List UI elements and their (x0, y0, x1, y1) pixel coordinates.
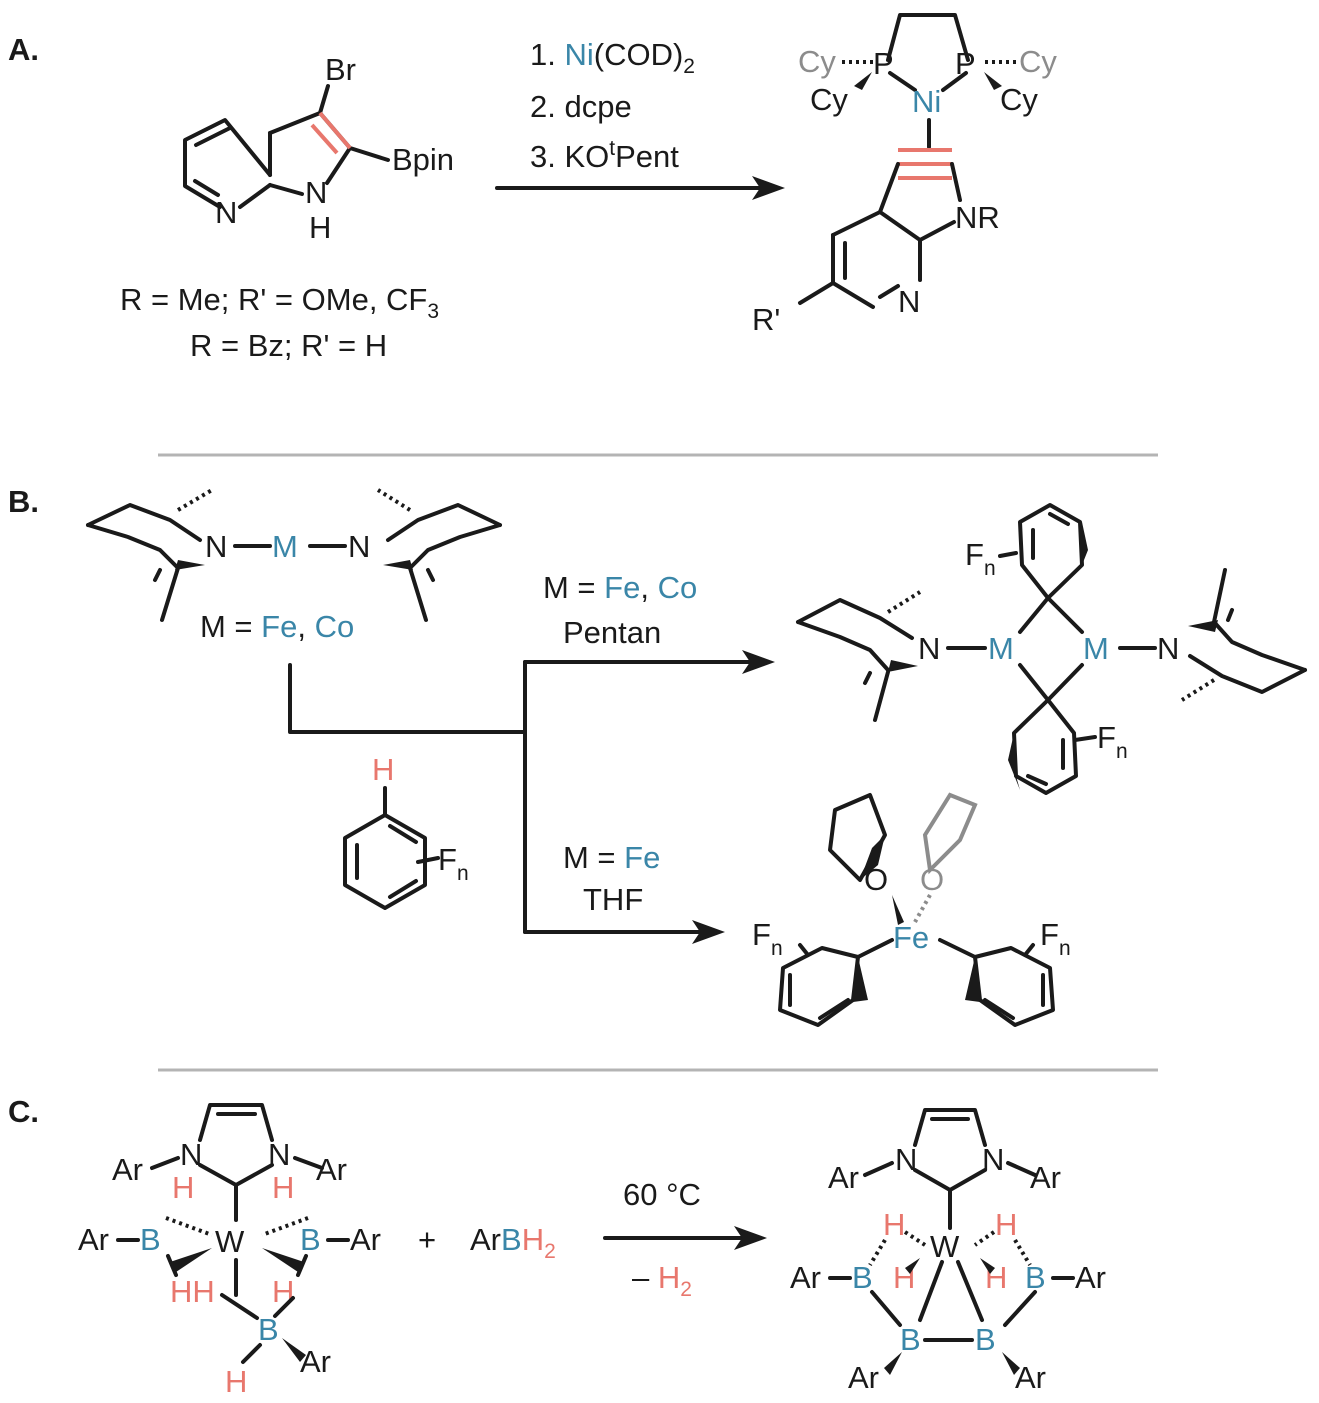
product-pyridine-n: N (898, 284, 920, 319)
panel-a-product: Cy Cy Cy Cy P P Ni NR N R' (752, 13, 1057, 337)
product-h-1: H (883, 1207, 905, 1242)
tungsten-label: W (215, 1224, 245, 1259)
fe-aryl-fluorine-right: Fn (1040, 917, 1071, 960)
boron-left: B (140, 1222, 161, 1257)
phosphorus-right: P (955, 46, 976, 81)
arrowhead-b-lower (692, 920, 725, 944)
boron-right: B (300, 1222, 321, 1257)
upper-metal-definition: M = Fe, Co (543, 570, 697, 605)
product-boron-right: B (1025, 1260, 1046, 1295)
product-ar-mid-right: Ar (1075, 1260, 1106, 1295)
phosphorus-left: P (873, 46, 894, 81)
indole-h-label: H (309, 210, 331, 245)
bromo-label: Br (325, 52, 356, 87)
amide-n-left: N (205, 529, 227, 564)
panel-c: C. N N Ar Ar W H H Ar B B Ar (8, 1094, 1106, 1399)
arene-hydrogen: H (372, 752, 394, 787)
iron-label: Fe (893, 920, 929, 955)
product-h-2: H (995, 1207, 1017, 1242)
fe-thf-product: O O Fe Fn Fn (752, 792, 1071, 1027)
substituent-line-1: R = Me; R' = OMe, CF3 (120, 282, 439, 323)
panel-b-label: B. (8, 484, 39, 519)
pyridine-n-label: N (215, 195, 237, 230)
indole-n-label: N (305, 175, 327, 210)
aryl-borane: ArBH2 (470, 1222, 556, 1263)
cy-grey-right: Cy (1019, 44, 1057, 79)
reaction-temperature: 60 °C (623, 1177, 701, 1212)
plus-sign: + (418, 1222, 436, 1257)
condition-step-1: 1. Ni(COD)2 (530, 37, 695, 78)
ar-mid-right: Ar (350, 1222, 381, 1257)
dimer-fluorine-bottom: Fn (1097, 720, 1128, 763)
terminal-h: H (225, 1364, 247, 1399)
product-ar-bottom-right: Ar (1015, 1360, 1046, 1395)
cy-left: Cy (810, 82, 848, 117)
metal-m-label: M (272, 529, 298, 564)
dimer-n-right: N (1157, 631, 1179, 666)
product-boron-left: B (852, 1260, 873, 1295)
branch-connector (288, 663, 527, 734)
dimer-product: N M M Fn Fn N (796, 503, 1307, 795)
product-ar-bottom-left: Ar (848, 1360, 879, 1395)
product-nhc-n-left: N (895, 1142, 917, 1177)
arrowhead-b-upper (742, 650, 775, 674)
panel-c-reactant: N N Ar Ar W H H Ar B B Ar HH H (78, 1103, 381, 1399)
dimer-n-left: N (918, 631, 940, 666)
nhc-n-left: N (180, 1137, 202, 1172)
boron-bottom: B (258, 1312, 279, 1347)
arene-fluorine: Fn (438, 842, 469, 885)
panel-a-reactant: Br Bpin N N H (183, 52, 454, 245)
thf-oxygen-left: O (864, 862, 888, 897)
thf-oxygen-right: O (920, 862, 944, 897)
panel-b: B. N M N M = Fe, Co (8, 484, 1307, 1027)
product-boron-bottom-right: B (975, 1322, 996, 1357)
bridging-hh: HH (170, 1274, 215, 1309)
lower-metal-definition: M = Fe (563, 840, 660, 875)
product-ar-top-right: Ar (1030, 1160, 1061, 1195)
arrowhead-c (734, 1226, 767, 1250)
product-ar-top-left: Ar (828, 1160, 859, 1195)
product-tungsten: W (930, 1229, 960, 1264)
cy-right: Cy (1000, 82, 1038, 117)
dimer-m-right: M (1083, 631, 1109, 666)
product-boron-bottom-left: B (900, 1322, 921, 1357)
product-ar-mid-left: Ar (790, 1260, 821, 1295)
panel-c-label: C. (8, 1094, 39, 1129)
nr-label: NR (955, 200, 1000, 235)
product-nhc-n-right: N (982, 1142, 1004, 1177)
condition-step-3: 3. KOtPent (530, 137, 679, 174)
dimer-m-left: M (988, 631, 1014, 666)
panel-a-label: A. (8, 32, 39, 67)
nickel-label: Ni (912, 84, 941, 119)
amide-n-right: N (348, 529, 370, 564)
substituent-line-2: R = Bz; R' = H (190, 328, 387, 363)
dimer-fluorine-top: Fn (965, 537, 996, 580)
panel-a: A. Br Bpin N N H R = Me; R' = OMe, CF3 R… (8, 13, 1057, 363)
panel-b-reactant: N M N M = Fe, Co (86, 488, 502, 644)
lower-solvent: THF (583, 882, 643, 917)
bpin-label: Bpin (392, 142, 454, 177)
condition-step-2: 2. dcpe (530, 89, 632, 124)
bridging-h-3: H (272, 1274, 294, 1309)
ar-mid-left: Ar (78, 1222, 109, 1257)
arrowhead-a (752, 176, 785, 200)
ar-top-left: Ar (112, 1152, 143, 1187)
bridging-h-1: H (172, 1170, 194, 1205)
r-prime-label: R' (752, 302, 780, 337)
fluoroarene: H Fn (343, 752, 469, 910)
nhc-n-right: N (268, 1137, 290, 1172)
upper-solvent: Pentan (563, 615, 661, 650)
metal-definition: M = Fe, Co (200, 609, 354, 644)
fe-aryl-fluorine-left: Fn (752, 917, 783, 960)
cy-grey-left: Cy (798, 44, 836, 79)
panel-c-product: N N Ar Ar W H H H H Ar B B Ar (790, 1108, 1106, 1395)
ar-bottom: Ar (300, 1344, 331, 1379)
hydrogen-loss: – H2 (632, 1260, 692, 1301)
bridging-h-2: H (272, 1170, 294, 1205)
ar-top-right: Ar (316, 1152, 347, 1187)
